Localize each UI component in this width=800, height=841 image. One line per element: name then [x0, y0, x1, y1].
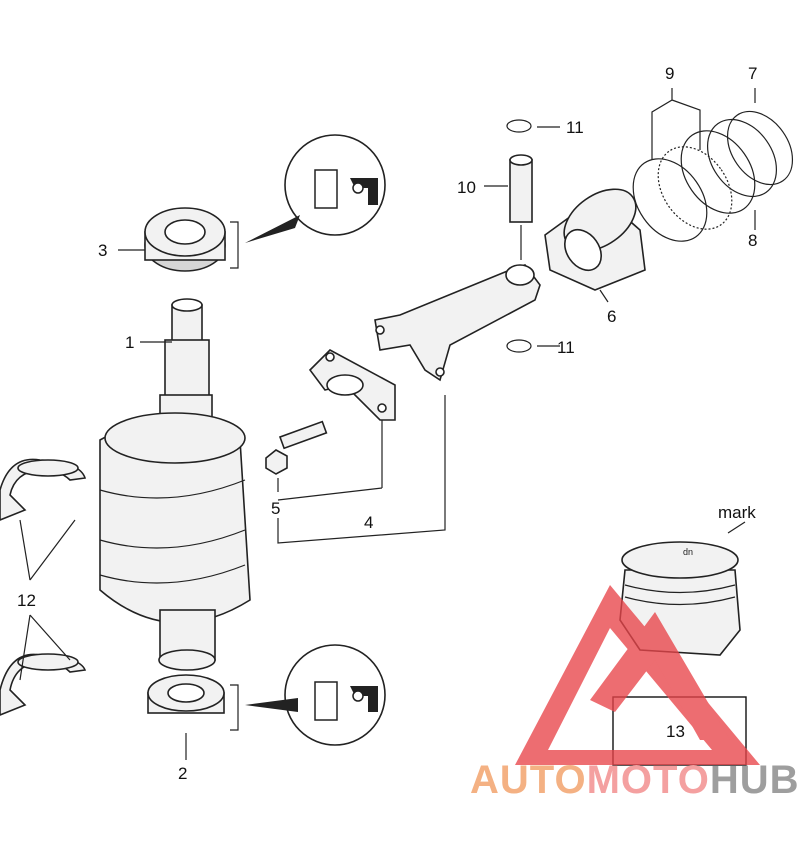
seal-detail-bottom [245, 644, 386, 746]
watermark-part-moto: MOTO [587, 758, 710, 802]
callout-13: 13 [666, 722, 685, 741]
circlip-bottom [506, 339, 532, 353]
watermark-logo [515, 585, 760, 765]
callout-11-top: 11 [566, 118, 584, 137]
seal-detail-top [245, 134, 386, 243]
mark-label: mark [718, 503, 756, 522]
callout-7: 7 [748, 64, 757, 83]
callout-9: 9 [665, 64, 674, 83]
oil-seal-top [144, 207, 239, 272]
connecting-rod-cap [308, 349, 396, 421]
callout-labels: 1 2 3 4 5 6 7 8 9 10 11 11 12 13 mark [17, 64, 757, 783]
piston-rings [632, 110, 794, 242]
watermark-part-auto: AUTO [470, 758, 587, 802]
piston-pin [509, 154, 533, 223]
callout-4: 4 [364, 513, 373, 532]
oil-seal-bottom [147, 674, 239, 731]
rod-bolt [265, 420, 328, 475]
crankshaft [99, 298, 251, 671]
watermark-text: AUTOMOTOHUB [470, 758, 800, 802]
main-bearing-lower [0, 653, 87, 716]
main-bearing-upper [0, 458, 87, 521]
callout-12: 12 [17, 591, 36, 610]
callout-10: 10 [457, 178, 476, 197]
callout-3: 3 [98, 241, 107, 260]
piston-top-text: up [683, 548, 693, 558]
callout-5: 5 [271, 499, 280, 518]
connecting-rod [374, 264, 541, 382]
watermark-part-hub: HUB [710, 758, 800, 802]
circlip-top [506, 119, 532, 133]
callout-1: 1 [125, 333, 134, 352]
callout-6: 6 [607, 307, 616, 326]
piston [544, 188, 646, 291]
callout-11-bottom: 11 [557, 338, 575, 357]
callout-2: 2 [178, 764, 187, 783]
callout-8: 8 [748, 231, 757, 250]
leader-lines [118, 88, 756, 760]
